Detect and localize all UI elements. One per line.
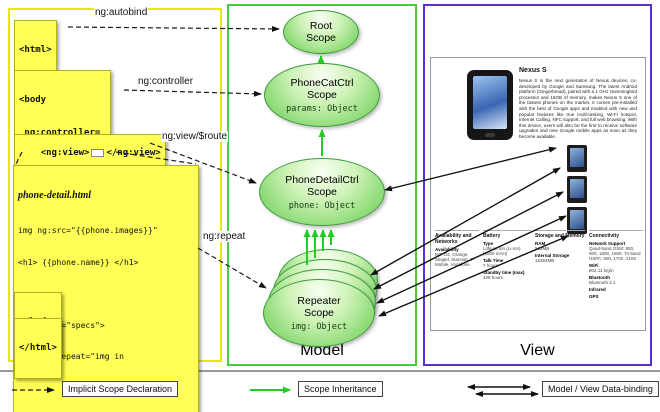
scope-title: Scope — [304, 306, 334, 319]
code-text: <h1> {{phone.name}} </h1> — [18, 257, 139, 267]
spec-column-storage: Storage and Memory RAM 512MB Internal St… — [535, 230, 585, 299]
code-text: <ng:view> — [40, 148, 90, 158]
code-text: </html> — [19, 343, 57, 353]
code-text: <html> — [19, 45, 52, 55]
spec-label: Bluetooth — [589, 275, 610, 280]
phone-button — [485, 133, 495, 137]
phone-image — [467, 70, 513, 140]
phone-thumbnail — [567, 207, 587, 234]
view-panel-label: View — [520, 342, 555, 359]
scope-title: Scope — [307, 88, 337, 101]
code-text: <body — [19, 95, 47, 105]
ng-autobind-label: ng:autobind — [94, 7, 149, 18]
spec-header: Availability and Networks — [435, 230, 479, 245]
spec-label: GPS — [589, 294, 599, 299]
thumbnail-screen — [570, 179, 584, 198]
spec-label: Network Support — [589, 241, 626, 246]
scope-title: Root — [309, 20, 333, 32]
phone-thumbnail — [567, 145, 587, 172]
spec-value: M7, O2, Orange, Singtel, StarHub, T-Mobi… — [435, 252, 475, 267]
spec-column-battery: Battery Type Lithium Ion (Li-Ion) (1500 … — [483, 230, 531, 299]
scope-title: PhoneCatCtrl — [290, 76, 354, 89]
spec-value: 512MB — [535, 246, 550, 251]
spec-label: Infrared — [589, 287, 606, 292]
scope-property: img: Object — [290, 321, 348, 332]
phonedetailctrl-scope-ellipse: PhoneDetailCtrl Scope phone: Object — [259, 158, 385, 226]
scope-title: Scope — [307, 185, 337, 198]
html-close-tag: </html> — [14, 318, 62, 379]
code-text: img ng:src="{{phone.images}}" — [18, 226, 158, 235]
legend-divider — [0, 370, 660, 372]
spec-value: Bluetooth 2.1 — [589, 280, 616, 285]
root-scope-ellipse: Root Scope — [283, 10, 359, 54]
code-text: ng:controller= — [19, 128, 101, 138]
spec-value: 7 hours — [483, 263, 499, 268]
repeater-scope-ellipse: Repeater Scope img: Object — [263, 279, 375, 347]
legend-scope-inheritance: Scope Inheritance — [298, 381, 383, 397]
spec-value: Quad-band GSM: 850, 900, 1800, 1900. Tri… — [589, 246, 641, 261]
spec-header: Connectivity — [589, 230, 643, 239]
thumbnail-screen — [570, 148, 584, 167]
phone-thumbnail — [567, 176, 587, 203]
spec-value: 16384MB — [535, 258, 555, 263]
scope-title: PhoneDetailCtrl — [285, 173, 359, 186]
spec-column-connectivity: Connectivity Network Support Quad-band G… — [589, 230, 643, 299]
spec-column-availability: Availability and Networks Availability M… — [435, 230, 479, 299]
phone-title: Nexus S — [519, 67, 547, 74]
phone-detail-page: Nexus S Nexus S is the next generation o… — [430, 57, 646, 331]
spec-header: Battery — [483, 230, 531, 239]
spec-value: 802.11 b/g/n — [589, 268, 614, 273]
spec-value: 428 hours — [483, 275, 504, 280]
spec-header: Storage and Memory — [535, 230, 585, 239]
thumbnail-screen — [570, 210, 584, 229]
snippet-filename: phone-detail.html — [18, 190, 92, 201]
phone-description: Nexus S is the next generation of Nexus … — [519, 78, 637, 139]
scope-property: phone: Object — [288, 200, 356, 211]
spec-value: Lithium Ion (Li-Ion) (1500 mAH) — [483, 246, 521, 256]
phone-thumbnails — [567, 145, 589, 238]
scope-title: Repeater — [297, 294, 341, 307]
phonecatctrl-scope-ellipse: PhoneCatCtrl Scope params: Object — [264, 63, 380, 127]
scope-title: Scope — [306, 32, 336, 44]
ng-repeat-label: ng:repeat — [202, 231, 247, 242]
legend-model-view-data-binding: Model / View Data-binding — [542, 381, 659, 397]
ng-view-route-label: ng:view/$route — [161, 131, 229, 142]
view-placeholder-icon — [91, 148, 105, 157]
code-text: </ng:view> — [106, 148, 161, 158]
ng-controller-label: ng:controller — [137, 76, 195, 87]
scope-property: params: Object — [286, 103, 358, 114]
legend-implicit-scope-declaration: Implicit Scope Declaration — [62, 381, 179, 397]
spec-label: WiFi — [589, 263, 599, 268]
spec-table: Availability and Networks Availability M… — [435, 230, 643, 299]
phone-screen — [473, 76, 507, 129]
